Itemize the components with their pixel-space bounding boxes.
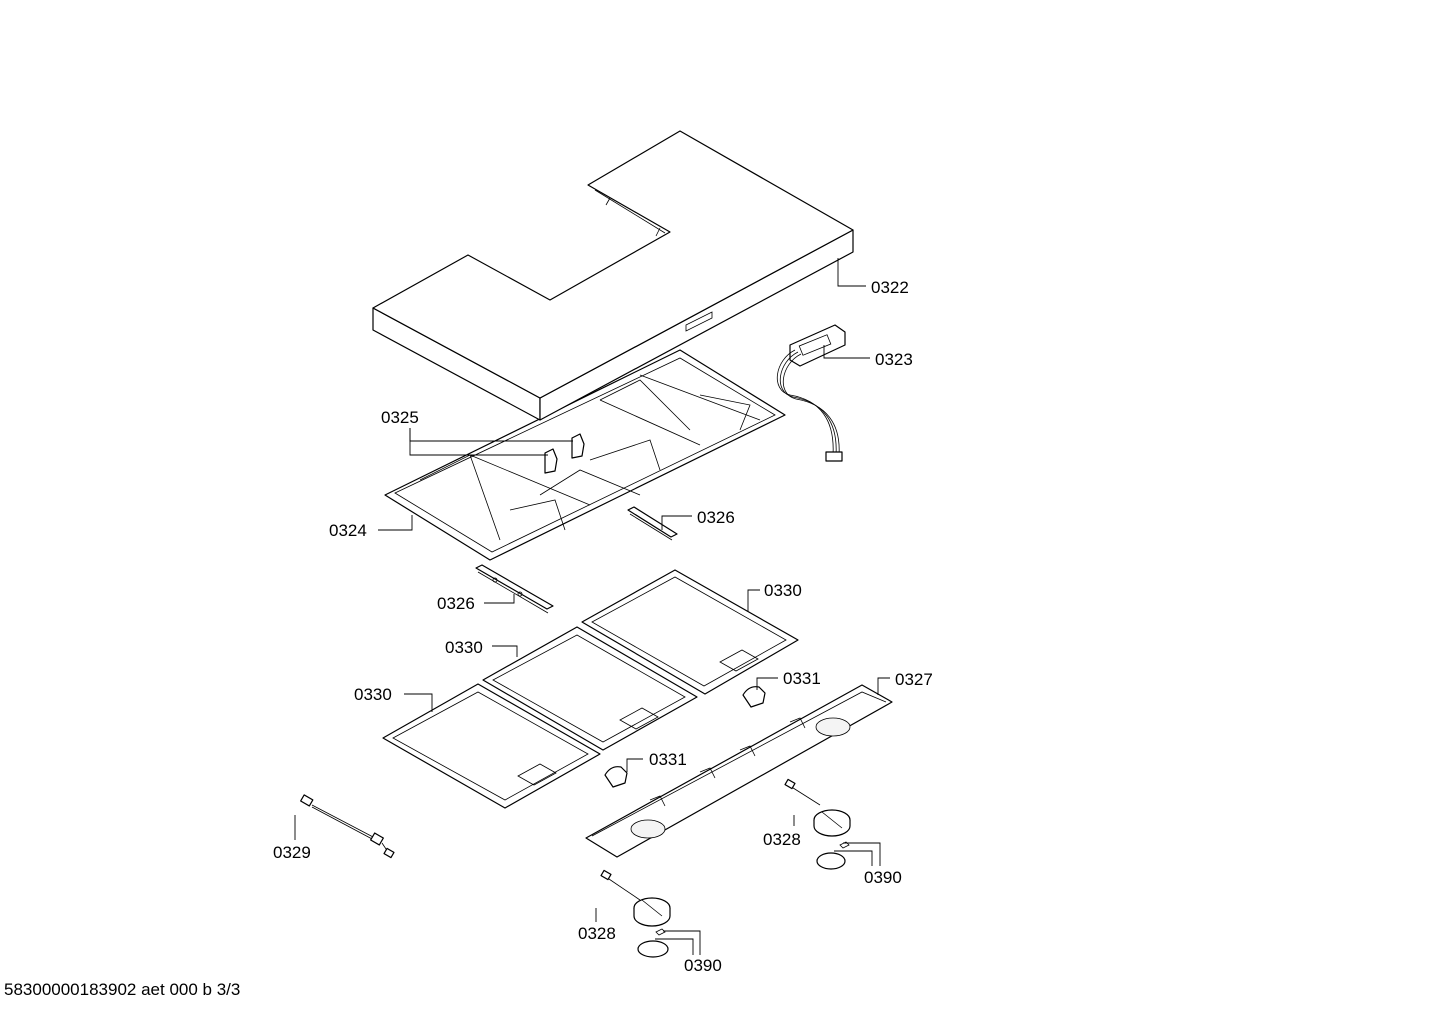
label-0328-bottom: 0328 bbox=[578, 924, 616, 943]
label-0390-right: 0390 bbox=[864, 868, 902, 887]
label-0324: 0324 bbox=[329, 521, 367, 540]
part-0324-tray bbox=[384, 349, 786, 561]
label-0331-lower: 0331 bbox=[649, 750, 687, 769]
part-0330-filter-right bbox=[581, 569, 799, 695]
label-0330-left: 0330 bbox=[354, 685, 392, 704]
part-0322-top-panel bbox=[372, 130, 854, 421]
label-0330-middle: 0330 bbox=[445, 638, 483, 657]
label-0390-bottom: 0390 bbox=[684, 956, 722, 975]
part-0326-rail-right bbox=[627, 506, 678, 541]
label-0329: 0329 bbox=[273, 843, 311, 862]
part-0326-rail-left bbox=[475, 564, 554, 614]
part-labels: 0322 0323 0325 0324 0326 0326 0330 0330 … bbox=[273, 278, 933, 975]
label-0330-right: 0330 bbox=[764, 581, 802, 600]
part-0329-cable bbox=[300, 794, 395, 859]
label-0326-left: 0326 bbox=[437, 594, 475, 613]
leader-lines bbox=[294, 258, 890, 955]
part-0323-connector bbox=[776, 324, 846, 462]
label-0322: 0322 bbox=[871, 278, 909, 297]
part-0331-clip-lower bbox=[604, 766, 628, 788]
part-0331-clip-upper bbox=[742, 686, 766, 708]
part-0330-filter-left bbox=[382, 683, 601, 809]
part-0390-ring-right bbox=[816, 841, 850, 870]
drawing-id: 58300000183902 aet 000 b 3/3 bbox=[4, 980, 241, 999]
label-0325: 0325 bbox=[381, 408, 419, 427]
part-0328-motor-bottom bbox=[600, 869, 671, 927]
label-0331-upper: 0331 bbox=[783, 669, 821, 688]
label-0327: 0327 bbox=[895, 670, 933, 689]
label-0326-right: 0326 bbox=[697, 508, 735, 527]
label-0323: 0323 bbox=[875, 350, 913, 369]
part-0327-base-plate bbox=[585, 684, 893, 858]
part-0330-filter-middle bbox=[482, 626, 698, 751]
part-0328-motor-right bbox=[784, 778, 851, 837]
label-0328-right: 0328 bbox=[763, 830, 801, 849]
part-0390-ring-bottom bbox=[637, 928, 669, 958]
